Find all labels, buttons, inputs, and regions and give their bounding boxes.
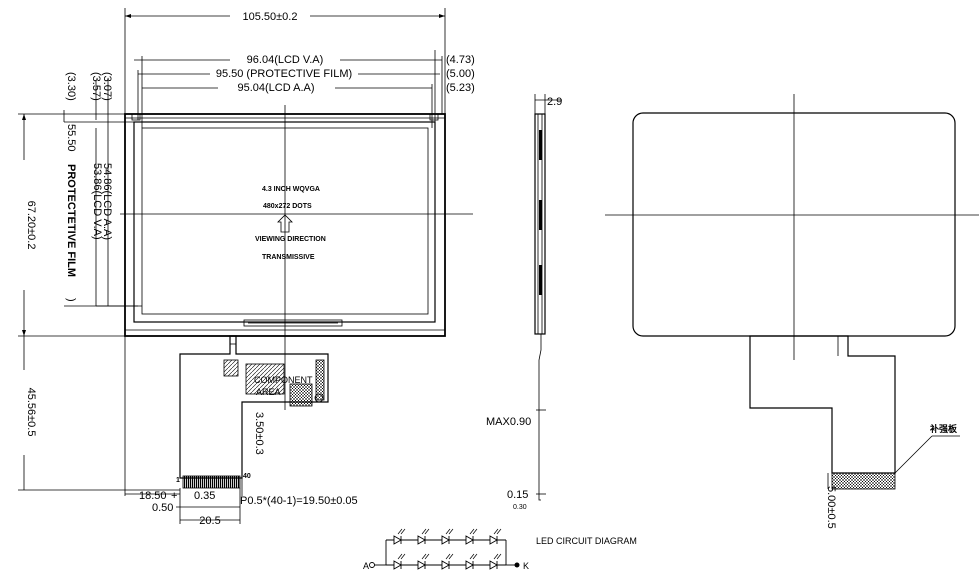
offset-307-dim: (3.07) bbox=[101, 72, 113, 101]
overall-width-dim: 105.50±0.2 bbox=[243, 11, 298, 23]
led-icon bbox=[465, 535, 474, 545]
component-area-block bbox=[245, 363, 285, 395]
cathode-label: K bbox=[523, 561, 529, 571]
led-icon bbox=[441, 560, 450, 570]
pin-1-label: 1 bbox=[176, 477, 180, 484]
led-emission-icon bbox=[469, 553, 478, 560]
led-emission-icon bbox=[397, 553, 406, 560]
component-area-text-2: AREA bbox=[256, 387, 281, 397]
lcd-aa-height-dim: 54.86(LCD A.A) bbox=[101, 163, 113, 240]
viewing-direction-arrow-icon bbox=[277, 214, 293, 233]
front-view: 4.3 INCH WQVGA 480x272 DOTS VIEWING DIRE… bbox=[18, 8, 475, 527]
led-icon bbox=[417, 560, 426, 570]
led-emission-icon bbox=[469, 528, 478, 535]
pitch-formula-dim: P0.5*(40-1)=19.50±0.05 bbox=[240, 495, 358, 507]
svg-text:): ) bbox=[65, 298, 77, 302]
fpc-contacts bbox=[182, 475, 241, 489]
stiffener-thickness-dim: 0.30 bbox=[513, 504, 527, 511]
led-emission-icon bbox=[445, 528, 454, 535]
cathode-terminal bbox=[514, 562, 520, 568]
side-thickness-dim: 2.9 bbox=[547, 96, 562, 108]
test-pad bbox=[314, 393, 324, 403]
led-emission-icon bbox=[493, 528, 502, 535]
pin-width-dim: 0.35 bbox=[194, 490, 215, 502]
stiffener-label: 补强板 bbox=[929, 423, 958, 434]
component-block bbox=[315, 359, 325, 401]
fpc-max-thickness-dim: MAX0.90 bbox=[486, 416, 531, 428]
offset-aa-dim: (5.23) bbox=[446, 82, 475, 94]
led-icon bbox=[489, 560, 498, 570]
film-height-dim: 55.50 bbox=[65, 124, 77, 152]
viewing-direction-text: VIEWING DIRECTION bbox=[255, 236, 326, 243]
led-icon bbox=[417, 535, 426, 545]
product-size-text: 4.3 INCH WQVGA bbox=[262, 186, 320, 193]
film-label: PROTECTETIVE FILM bbox=[65, 164, 77, 277]
led-circuit-diagram bbox=[369, 528, 520, 570]
side-view: 2.9 MAX0.90 0.15 0.30 bbox=[486, 94, 562, 511]
component-area-text: COMPONENT bbox=[254, 375, 313, 385]
film-width-dim: 95.50 (PROTECTIVE FILM) bbox=[216, 68, 352, 80]
led-icon bbox=[393, 535, 402, 545]
back-fpc-outline bbox=[749, 335, 896, 474]
offset-film-dim: (5.00) bbox=[446, 68, 475, 80]
transmissive-text: TRANSMISSIVE bbox=[262, 254, 315, 261]
led-icon bbox=[465, 560, 474, 570]
led-emission-icon bbox=[493, 553, 502, 560]
lcd-va-width-dim: 96.04(LCD V.A) bbox=[247, 54, 324, 66]
fpc-outline bbox=[179, 335, 329, 479]
pin-pitch-start-dim: 0.50 bbox=[152, 502, 173, 514]
fpc-connector-width-dim: 20.5 bbox=[199, 515, 220, 527]
lcd-va-height-dim: 53.86(LCD V.A) bbox=[91, 163, 103, 240]
led-circuit-title: LED CIRCUIT DIAGRAM bbox=[536, 536, 637, 546]
component-block bbox=[223, 359, 239, 377]
overall-height-dim: 67.20±0.2 bbox=[25, 201, 37, 250]
pin-40-label: 40 bbox=[243, 473, 251, 480]
component-block bbox=[289, 383, 313, 407]
led-icon bbox=[489, 535, 498, 545]
led-emission-icon bbox=[397, 528, 406, 535]
lcd-view-area bbox=[133, 121, 436, 323]
fpc-min-thickness-dim: 0.15 bbox=[507, 489, 528, 501]
back-view: 补强板 5.00±0.5 bbox=[605, 94, 979, 529]
resolution-text: 480x272 DOTS bbox=[263, 203, 312, 210]
fpc-length-dim: 45.56±0.5 bbox=[25, 388, 37, 437]
led-emission-icon bbox=[421, 553, 430, 560]
anode-terminal bbox=[369, 562, 375, 568]
led-icon bbox=[393, 560, 402, 570]
stiffener-length-dim: 5.00±0.5 bbox=[825, 486, 837, 529]
led-icon bbox=[441, 535, 450, 545]
svg-text:+: + bbox=[171, 490, 177, 502]
anode-label: A bbox=[363, 561, 369, 571]
offset-330-dim: (3.30) bbox=[65, 72, 77, 101]
fpc-width-dim: 3.50±0.3 bbox=[253, 412, 265, 455]
lcd-aa-width-dim: 95.04(LCD A.A) bbox=[237, 82, 314, 94]
stiffener-plate bbox=[831, 472, 896, 490]
offset-va-dim: (4.73) bbox=[446, 54, 475, 66]
led-emission-icon bbox=[445, 553, 454, 560]
fpc-offset-dim: 18.50 bbox=[139, 490, 167, 502]
led-emission-icon bbox=[421, 528, 430, 535]
